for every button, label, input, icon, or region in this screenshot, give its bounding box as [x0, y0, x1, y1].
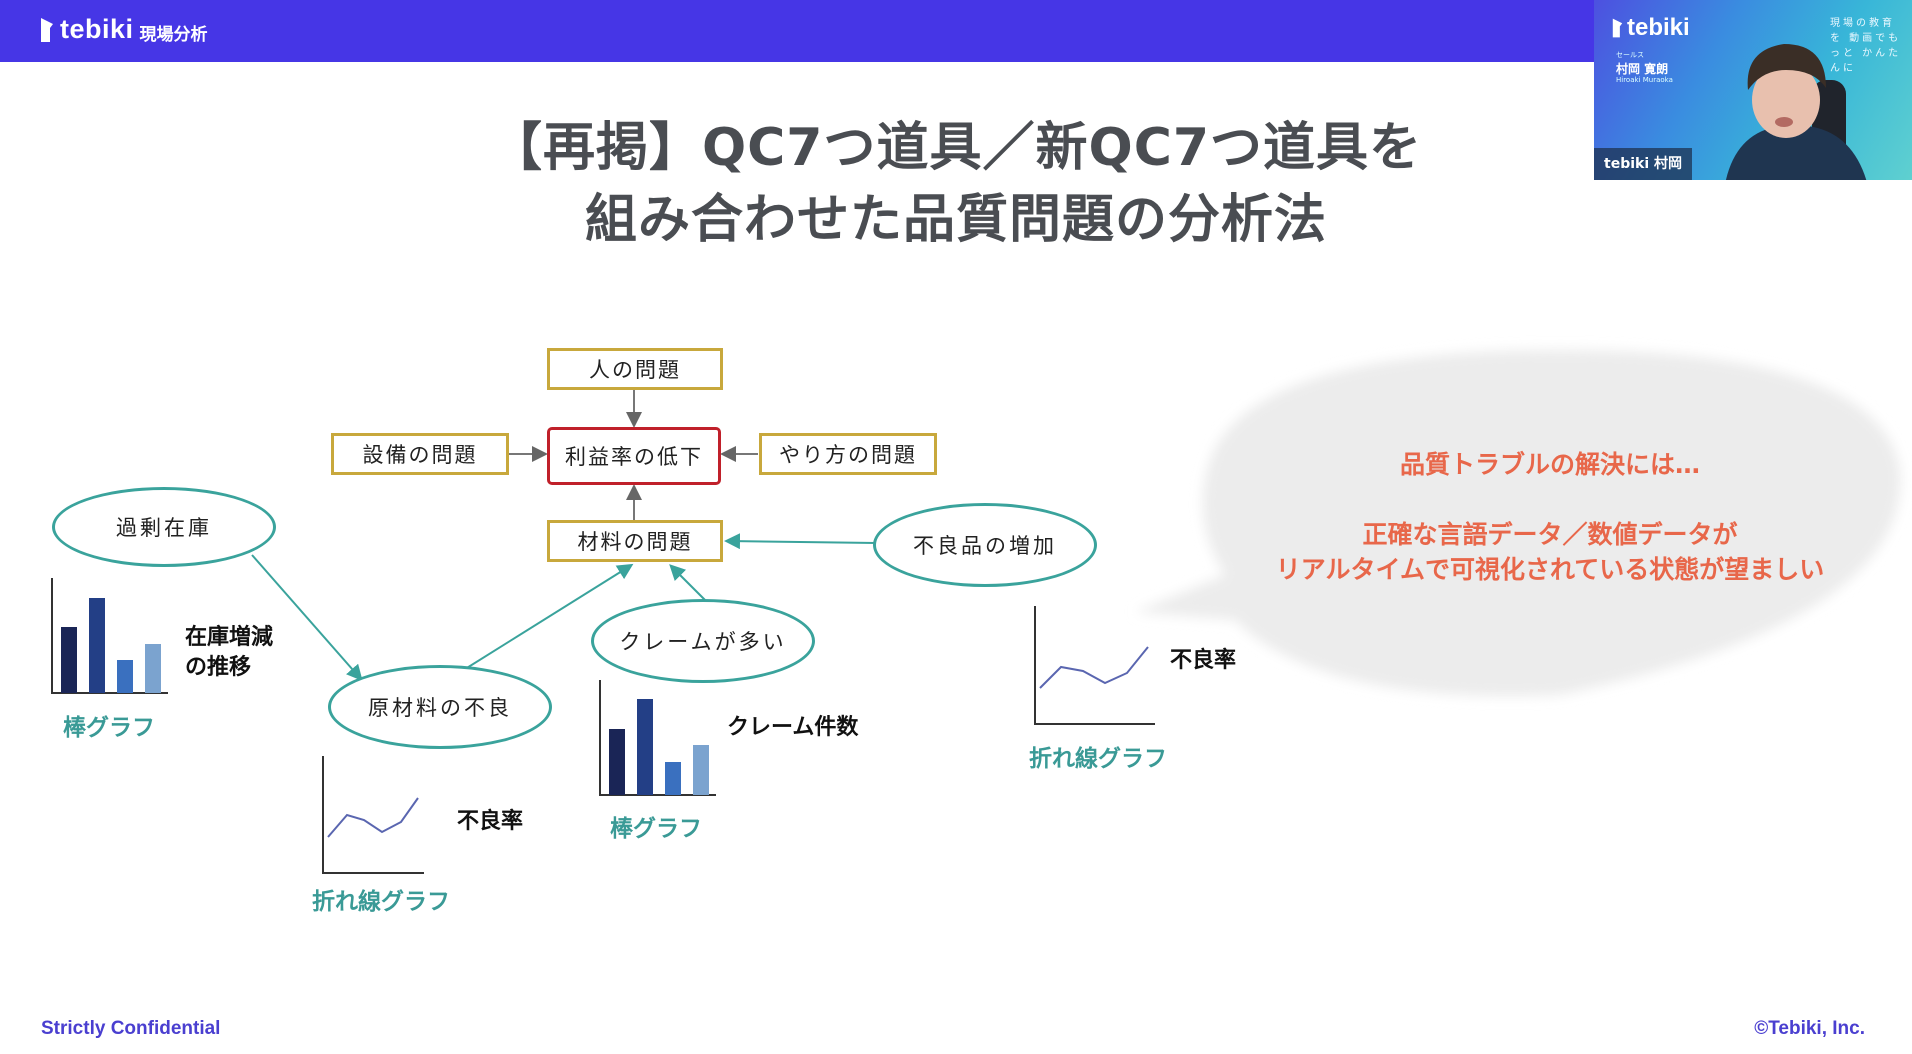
chart-type-line-1: 折れ線グラフ — [312, 889, 450, 915]
webcam-person-roman: Hiroaki Muraoka — [1616, 76, 1673, 84]
ellipse-raw-material-defect: 原材料の不良 — [328, 665, 552, 749]
arrow-rawmaterial-to-material — [461, 563, 634, 672]
box-material-problem: 材料の問題 — [547, 520, 723, 562]
brand: tebiki 現場分析 — [40, 14, 208, 45]
box-equipment-problem: 設備の問題 — [331, 433, 509, 475]
tebiki-logo-icon — [1612, 18, 1623, 38]
chart-label-defect-rate-1: 不良率 — [457, 809, 524, 834]
top-bar: tebiki 現場分析 — [0, 0, 1912, 62]
slide-title-line1: 【再掲】QC7つ道具／新QC7つ道具を — [489, 118, 1423, 178]
box-person-problem: 人の問題 — [547, 348, 723, 390]
webcam-video: tebiki セールス 村岡 寛朗 Hiroaki Muraoka 現場の教育を… — [1594, 0, 1912, 180]
tebiki-logo-icon — [41, 17, 53, 42]
arrow-claims-to-material — [669, 564, 706, 601]
arrow-inventory-to-rawmaterial — [251, 554, 363, 682]
chart-label-inventory: 在庫増減 の推移 — [185, 625, 274, 680]
bar-chart-inventory — [51, 578, 168, 694]
speaker-figure — [1725, 44, 1867, 180]
chart-label-claims: クレーム件数 — [727, 715, 859, 740]
brand-name: tebiki — [60, 14, 134, 44]
box-method-problem: やり方の問題 — [759, 433, 937, 475]
ellipse-defect-increase: 不良品の増加 — [873, 503, 1097, 587]
arrow-defect-to-material — [724, 533, 877, 550]
footer-confidential: Strictly Confidential — [41, 1018, 221, 1039]
bubble-text-line2: 正確な言語データ／数値データが — [1362, 520, 1738, 549]
chart-type-bar-1: 棒グラフ — [63, 715, 155, 741]
bar-chart-claims — [599, 680, 716, 796]
chart-label-defect-rate-2: 不良率 — [1170, 648, 1237, 673]
slide-title: 【再掲】QC7つ道具／新QC7つ道具を 組み合わせた品質問題の分析法 — [0, 112, 1912, 256]
box-profit-decline: 利益率の低下 — [547, 427, 721, 485]
slide-title-line2: 組み合わせた品質問題の分析法 — [584, 190, 1327, 250]
chart-type-bar-2: 棒グラフ — [610, 816, 702, 842]
brand-subtitle: 現場分析 — [139, 24, 208, 45]
speech-bubble — [1135, 350, 1901, 697]
webcam-person-name: 村岡 寛朗 — [1616, 62, 1669, 76]
ellipse-many-claims: クレームが多い — [591, 599, 815, 683]
webcam-logo: tebiki — [1612, 14, 1690, 42]
webcam-tagline: 現場の教育を 動画でもっと かんたんに — [1830, 18, 1902, 74]
line-chart-defect-rate-2 — [1034, 606, 1155, 725]
chart-type-line-2: 折れ線グラフ — [1029, 746, 1167, 772]
webcam-role: セールス — [1616, 51, 1644, 59]
bubble-text-line1: 品質トラブルの解決には… — [1399, 450, 1700, 479]
webcam-name-label: tebiki 村岡 — [1594, 148, 1692, 180]
footer-copyright: ©Tebiki, Inc. — [1754, 1018, 1865, 1039]
ellipse-excess-inventory: 過剰在庫 — [52, 487, 276, 567]
bubble-text-line3: リアルタイムで可視化されている状態が望ましい — [1275, 555, 1825, 584]
line-chart-defect-rate-1 — [322, 756, 424, 874]
